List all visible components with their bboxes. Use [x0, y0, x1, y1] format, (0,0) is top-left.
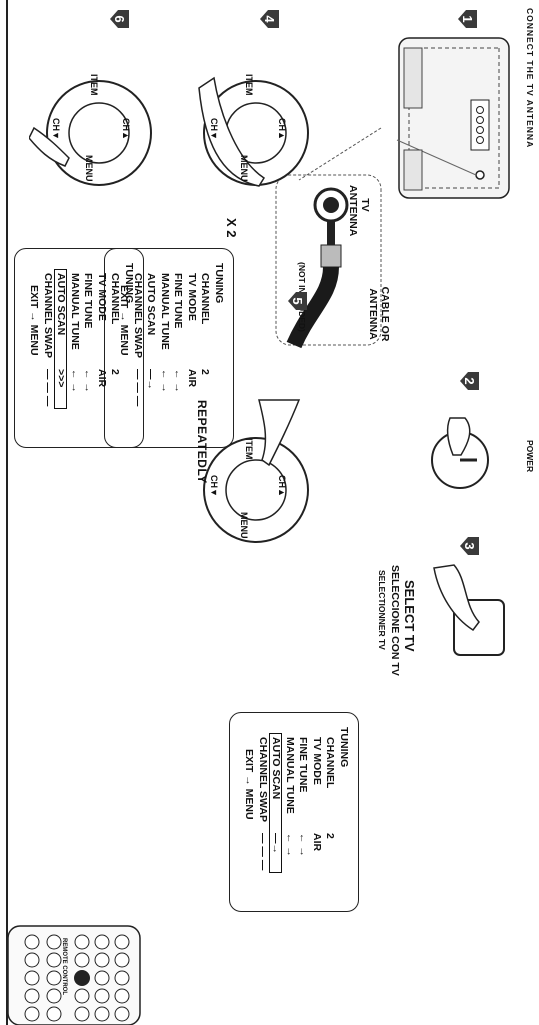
wheel6-menu: MENU [84, 155, 94, 182]
menu-row-value: >>> [55, 369, 68, 388]
menu-row: MANUAL TUNE ← → [158, 259, 171, 437]
menu-row-value: AIR [96, 369, 108, 388]
step5-note: REPEATEDLY [195, 400, 209, 484]
wheel5-ch-up: CH▲ [277, 475, 287, 497]
menu-footer: EXIT → MENU [243, 749, 256, 820]
control-wheel-step6 [29, 80, 152, 186]
remote-label: REMOTE CONTROL [61, 938, 67, 995]
menu-row-value: 2 [109, 369, 122, 375]
select-tv-en: SELECT TV [402, 580, 417, 652]
control-wheel-step5 [203, 399, 309, 543]
pentagon-arrow-icon [110, 10, 129, 28]
menu-row-label: CHANNEL [324, 737, 337, 789]
bottom-rule [6, 0, 8, 1025]
tv-unit-illustration [396, 37, 510, 199]
menu-row: FINE TUNE ← → [296, 723, 310, 901]
menu-row: CHANNEL 2 [323, 723, 337, 901]
wheel4-ch-down: CH▼ [209, 118, 219, 140]
remote-control-illustration [7, 925, 141, 1025]
select-tv-es: SELECCIONE CON TV [389, 565, 401, 676]
menu-row-label: TV MODE [311, 737, 323, 785]
menu-row-label: AUTO SCAN [145, 273, 158, 336]
menu-row-value: —→ [270, 833, 283, 854]
menu-row-value: 2 [199, 369, 212, 375]
menu-row-value: ← → [172, 369, 185, 393]
menu-row-label: MANUAL TUNE [159, 273, 171, 350]
step4-multiplier: X 2 [224, 218, 239, 238]
menu-row-label: AUTO SCAN [55, 273, 68, 336]
pentagon-arrow-icon [288, 292, 307, 310]
control-wheel-step4 [198, 76, 309, 187]
menu-row-value: ← → [297, 833, 310, 857]
menu-row-label: FINE TUNE [297, 737, 310, 793]
pentagon-arrow-icon [260, 10, 279, 28]
menu-row-value: ← → [82, 369, 95, 393]
menu-row-label: CHANNEL [109, 273, 122, 325]
step-4-badge: 4 [259, 8, 281, 30]
menu-row: CHANNEL SWAP — — — [41, 259, 54, 437]
menu-row-value: AIR [311, 833, 323, 852]
wheel4-ch-up: CH▲ [277, 118, 287, 140]
step-2-badge: 2 [459, 370, 481, 392]
menu-row-highlighted: AUTO SCAN >>> [54, 269, 68, 409]
menu-row-value: — — — [257, 833, 269, 871]
pentagon-arrow-icon [460, 537, 479, 555]
pentagon-arrow-icon [458, 10, 477, 28]
menu-row: MANUAL TUNE ← → [283, 723, 296, 901]
step-5-badge: 5 [287, 290, 309, 312]
menu-row-highlighted: AUTO SCAN —→ [269, 733, 283, 873]
wheel4-menu: MENU [239, 155, 249, 182]
wheel6-ch-down: CH▼ [51, 118, 61, 140]
menu-row-label: CHANNEL SWAP [42, 273, 54, 358]
menu-row: TV MODE AIR [95, 259, 108, 437]
select-tv-button-illustration [433, 564, 505, 656]
wheel5-ch-down: CH▼ [209, 475, 219, 497]
menu-row-label: MANUAL TUNE [69, 273, 81, 350]
menu-row-label: AUTO SCAN [270, 737, 283, 800]
menu-row-value: —→ [145, 369, 158, 390]
wheel6-ch-up: CH▲ [121, 118, 131, 140]
power-label: POWER [525, 440, 535, 473]
menu-row-label: FINE TUNE [82, 273, 95, 329]
header-text: CONNECT THE TV ANTENNA [525, 8, 535, 149]
menu-row-value: — — — [42, 369, 54, 407]
wheel5-menu: MENU [239, 512, 249, 539]
menu-row-label: TV MODE [186, 273, 198, 321]
pentagon-arrow-icon [460, 372, 479, 390]
menu-row: MANUAL TUNE ← → [68, 259, 81, 437]
menu-row-label: CHANNEL [199, 273, 212, 325]
menu-row-value: ← → [159, 369, 171, 393]
menu-footer: EXIT → MENU [28, 285, 41, 356]
select-tv-fr: SELECTIONNER TV [377, 570, 387, 650]
menu-row: FINE TUNE ← → [81, 259, 95, 437]
menu-row-label: FINE TUNE [172, 273, 185, 329]
menu-title: TUNING [338, 727, 350, 768]
menu-row-value: ← → [284, 833, 296, 857]
cable-label: CABLE OR ANTENNA [367, 286, 391, 342]
menu-row-label: MANUAL TUNE [284, 737, 296, 814]
step-6-badge: 6 [109, 8, 131, 30]
menu-row-value: 2 [324, 833, 337, 839]
menu-row: AUTO SCAN —→ [144, 259, 158, 437]
step-1-badge: 1 [457, 8, 479, 30]
menu-title: TUNING [123, 263, 135, 304]
step-3-badge: 3 [459, 535, 481, 557]
power-button-illustration [431, 417, 489, 489]
antenna-jack-callout [275, 127, 382, 349]
menu-row: TV MODE AIR [310, 723, 323, 901]
menu-row-label: CHANNEL SWAP [257, 737, 269, 822]
menu-row: FINE TUNE ← → [171, 259, 185, 437]
menu-row: CHANNEL 2 [108, 259, 122, 437]
tv-antenna-label: TV ANTENNA [347, 185, 371, 237]
menu-row-value: ← → [69, 369, 81, 393]
menu-row-label: TV MODE [96, 273, 108, 321]
wheel6-item: ITEM [89, 74, 99, 96]
wheel4-item: ITEM [244, 74, 254, 96]
menu-row: CHANNEL SWAP — — — [256, 723, 269, 901]
wheel5-item: ITEM [244, 438, 254, 460]
menu-row-value: AIR [186, 369, 198, 388]
